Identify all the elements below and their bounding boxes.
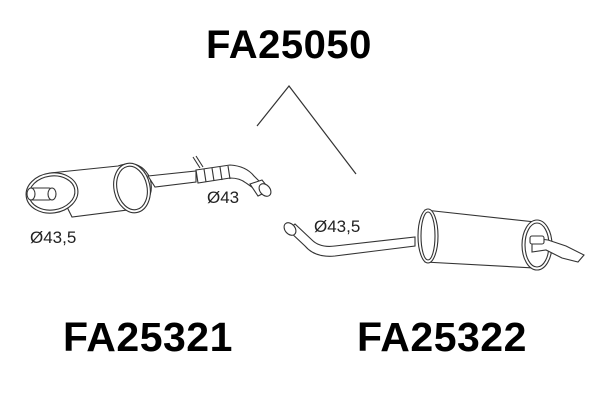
rear-silencer-drawing xyxy=(283,208,585,271)
assembly-part-number: FA25050 xyxy=(206,23,372,67)
component-part-number-right: FA25322 xyxy=(357,314,527,360)
dimension-label-left-outlet: Ø43 xyxy=(207,188,240,207)
dimension-label-left-inlet: Ø43,5 xyxy=(30,228,77,247)
component-part-number-left: FA25321 xyxy=(63,314,233,360)
middle-silencer-drawing xyxy=(25,155,272,218)
assembly-bracket-line xyxy=(256,85,357,175)
dimension-label-right-inlet: Ø43,5 xyxy=(314,217,361,236)
